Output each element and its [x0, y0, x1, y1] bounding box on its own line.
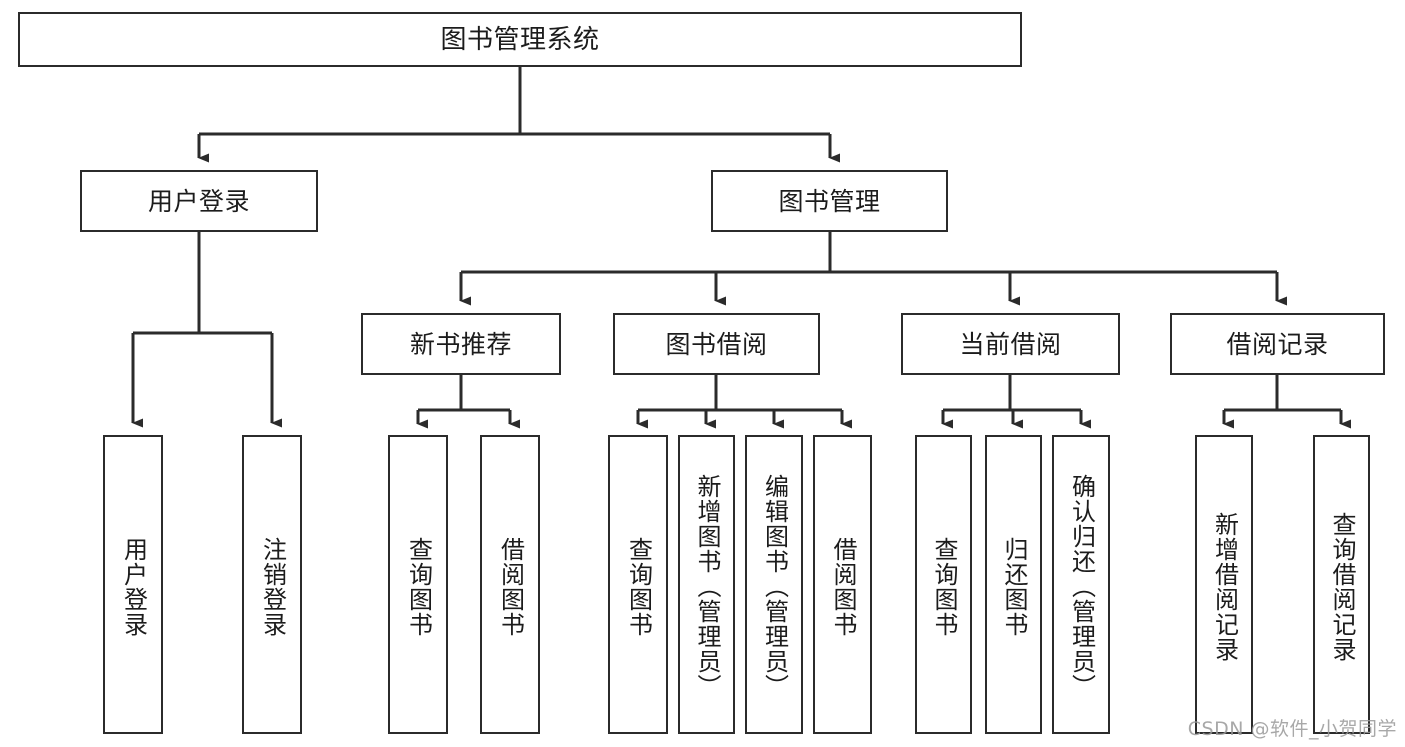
node-label: 图书借阅	[665, 329, 768, 359]
node-label: 用户登录	[147, 186, 250, 216]
node-label: 新书推荐	[409, 329, 512, 359]
leaf-records-query-record[interactable]: 查询借阅记录	[1313, 435, 1370, 734]
node-label: 图书管理系统	[440, 24, 600, 55]
node-label: 借阅图书	[828, 537, 857, 637]
node-label: 查询图书	[404, 537, 433, 637]
node-label: 归还图书	[999, 537, 1028, 637]
leaf-borrow-borrow-book[interactable]: 借阅图书	[813, 435, 872, 734]
node-borrow-records[interactable]: 借阅记录	[1170, 313, 1385, 375]
node-label: 查询图书	[929, 537, 958, 637]
node-book-management[interactable]: 图书管理	[711, 170, 948, 232]
node-root-system[interactable]: 图书管理系统	[18, 12, 1022, 67]
node-label: 新增图书（管理员）	[692, 474, 721, 699]
node-new-book-recommend[interactable]: 新书推荐	[361, 313, 561, 375]
node-current-borrow[interactable]: 当前借阅	[901, 313, 1120, 375]
leaf-borrow-add-book-admin[interactable]: 新增图书（管理员）	[678, 435, 735, 734]
node-label: 确认归还（管理员）	[1067, 474, 1096, 699]
node-label: 编辑图书（管理员）	[760, 474, 789, 699]
node-label: 用户登录	[119, 537, 148, 637]
leaf-borrow-query-book[interactable]: 查询图书	[608, 435, 668, 734]
leaf-recommend-borrow-book[interactable]: 借阅图书	[480, 435, 540, 734]
node-label: 图书管理	[778, 186, 881, 216]
leaf-borrow-edit-book-admin[interactable]: 编辑图书（管理员）	[745, 435, 803, 734]
node-label: 新增借阅记录	[1210, 512, 1239, 662]
leaf-user-login-signin[interactable]: 用户登录	[103, 435, 163, 734]
node-label: 注销登录	[258, 537, 287, 637]
node-user-login[interactable]: 用户登录	[80, 170, 318, 232]
leaf-recommend-query-book[interactable]: 查询图书	[388, 435, 448, 734]
leaf-records-add-record[interactable]: 新增借阅记录	[1195, 435, 1253, 734]
node-label: 当前借阅	[959, 329, 1062, 359]
leaf-user-login-signout[interactable]: 注销登录	[242, 435, 302, 734]
node-label: 借阅记录	[1226, 329, 1329, 359]
csdn-watermark: CSDN @软件_小贺同学	[1187, 718, 1397, 740]
node-label: 查询借阅记录	[1327, 512, 1356, 662]
leaf-current-return-book[interactable]: 归还图书	[985, 435, 1042, 734]
leaf-current-confirm-return-admin[interactable]: 确认归还（管理员）	[1052, 435, 1110, 734]
node-label: 借阅图书	[496, 537, 525, 637]
leaf-current-query-book[interactable]: 查询图书	[915, 435, 972, 734]
node-book-borrow[interactable]: 图书借阅	[613, 313, 820, 375]
node-label: 查询图书	[624, 537, 653, 637]
